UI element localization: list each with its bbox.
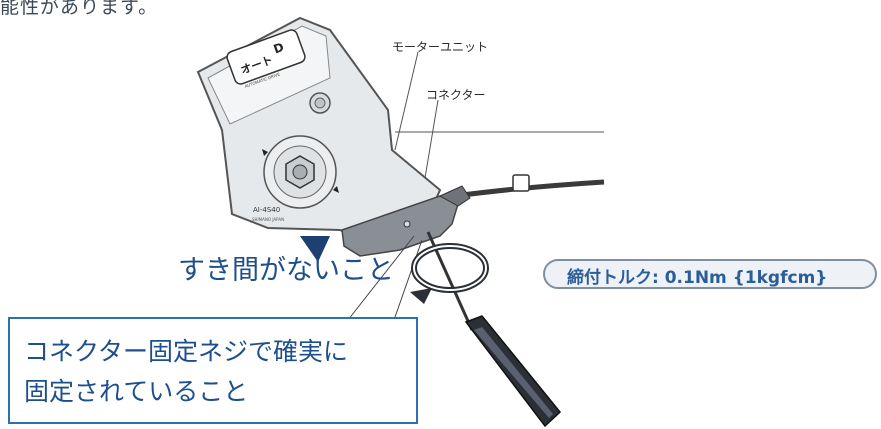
motor-unit: オート D AUTOMATIC DRIVE AI-4S40 SHIMANO JA… xyxy=(196,16,442,242)
torque-spec: 締付トルク: 0.1Nm {1kgfcm} xyxy=(567,268,828,288)
cable-clip xyxy=(512,174,530,192)
callout-leader-2 xyxy=(393,239,423,321)
motor-unit-leader xyxy=(394,51,419,151)
cable xyxy=(454,174,605,199)
no-gap-note: すき間がないこと xyxy=(178,255,394,286)
callout-leader-1 xyxy=(347,235,415,321)
callout-line-1: コネクター固定ネジで確実に xyxy=(24,337,349,366)
motor-unit-label: モーターユニット xyxy=(392,40,489,54)
rotation-arrow-icon xyxy=(410,243,489,304)
maker-text: SHIMANO JAPAN xyxy=(252,217,284,222)
connector-screw-head xyxy=(403,220,411,228)
triangle-pointer-icon xyxy=(300,236,330,262)
badge-letter: D xyxy=(272,40,286,57)
hex-axle xyxy=(262,135,339,209)
connector-label: コネクター xyxy=(426,88,486,102)
torque-badge xyxy=(543,259,877,289)
connector xyxy=(341,185,471,257)
continued-text: 能性があります。 xyxy=(0,0,159,18)
callout-box xyxy=(8,317,418,424)
model-text: AI-4S40 xyxy=(253,206,280,214)
screwdriver-icon xyxy=(426,231,562,428)
callout-line-2: 固定されていること xyxy=(24,377,249,406)
